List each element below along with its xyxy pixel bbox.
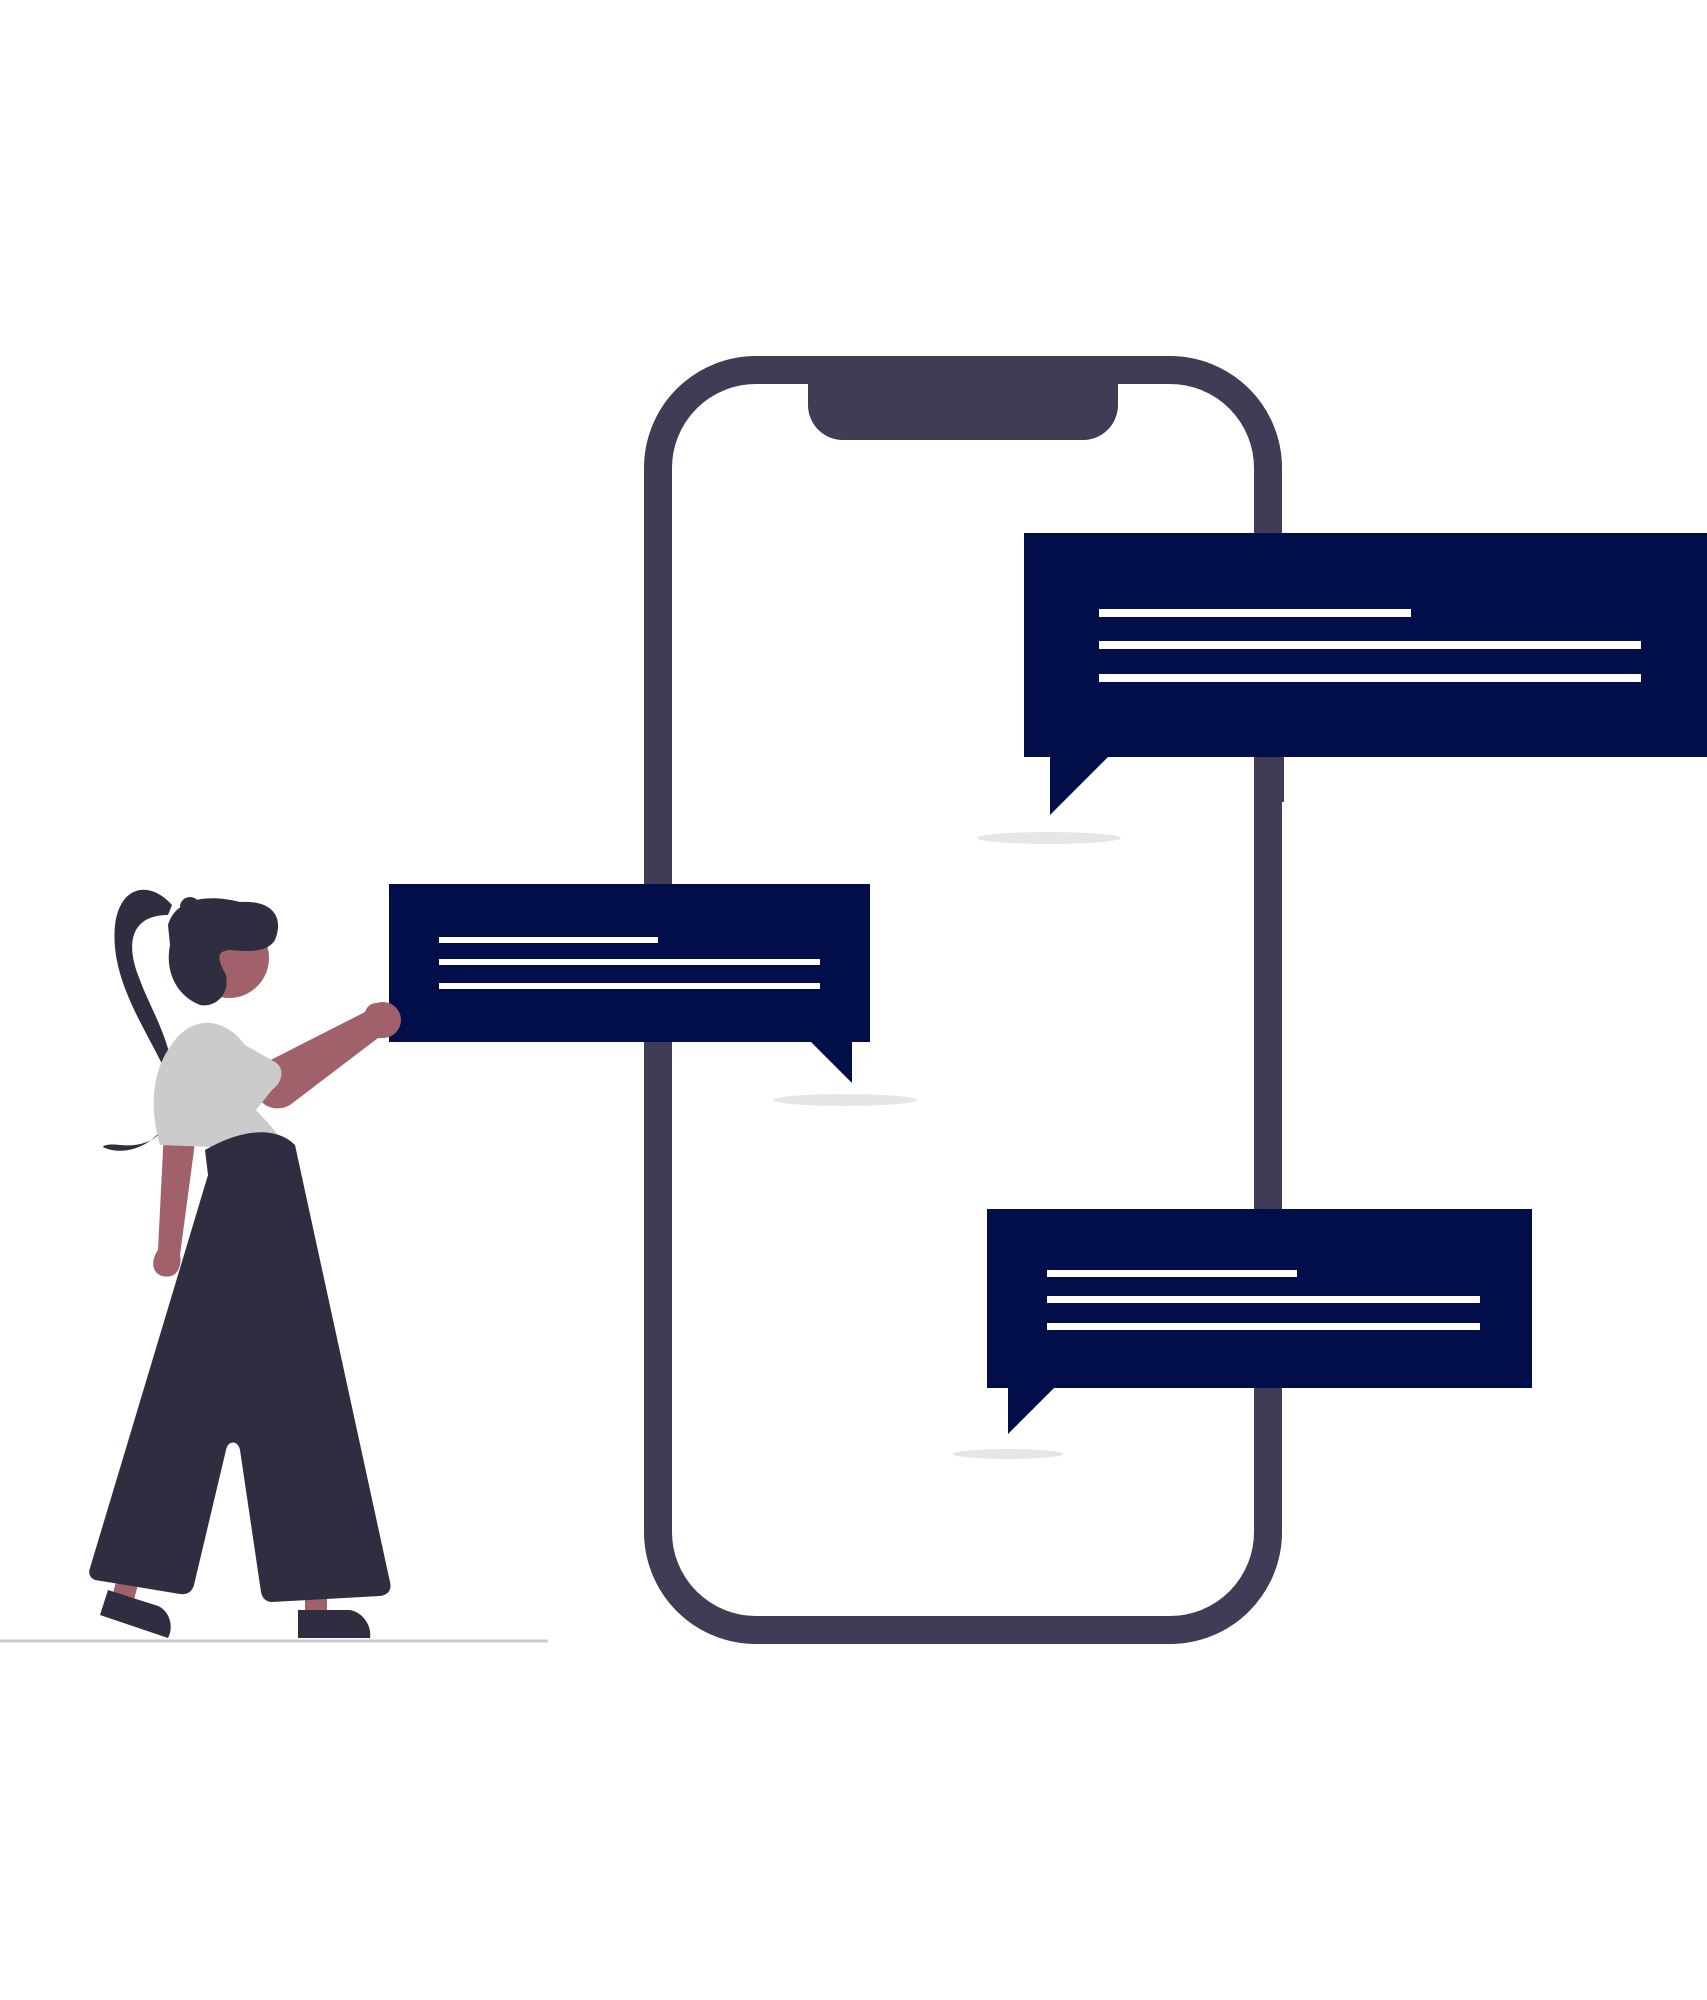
bubble-text-line [439,937,658,943]
pants [89,1132,391,1602]
bubble-text-line [439,983,820,989]
shirt [153,1022,290,1150]
bubble-text-line [1099,674,1641,682]
bubble-shadow [773,1094,917,1106]
shoe-left [100,1590,171,1638]
bubble-text-line [1099,609,1411,617]
arm-right [255,1002,398,1109]
hand-right [365,1002,401,1038]
chat-bubble-icon [1024,533,1707,815]
bubble-text-line [1099,641,1641,649]
ponytail [103,889,174,1151]
bubble-text-line [1047,1296,1480,1303]
hair [168,898,279,1006]
chat-bubble-icon [389,884,870,1083]
arm-left [153,1110,198,1277]
chat-bubble-icon [987,1209,1532,1434]
hair-bun [180,897,200,917]
bubble-body [987,1209,1532,1434]
bubble-shadow [977,832,1121,844]
phone-notch [808,370,1118,440]
bubble-shadow [953,1449,1063,1459]
bubble-text-line [1047,1270,1297,1277]
bubble-text-line [1047,1323,1480,1330]
phone-side-button [1268,757,1284,802]
shoe-right [298,1610,371,1638]
bubble-text-line [439,959,820,965]
woman-figure [89,889,401,1638]
